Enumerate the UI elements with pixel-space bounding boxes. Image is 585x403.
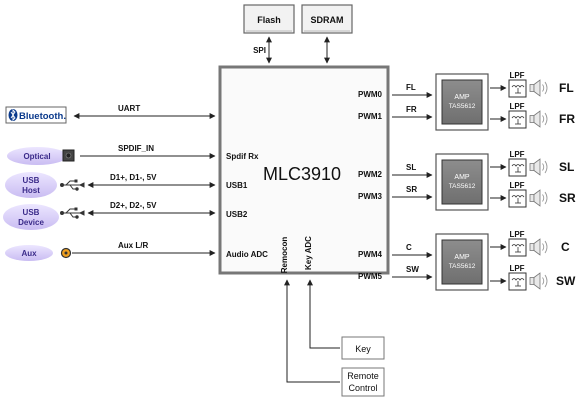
remote-link — [284, 279, 340, 383]
lpf-block — [508, 79, 527, 98]
speaker-sr-label: SR — [559, 191, 576, 205]
aux-label: Aux — [21, 249, 37, 258]
channel-c-label: C — [406, 243, 412, 252]
pin-usb1: USB1 — [226, 181, 248, 190]
bluetooth-logo: Bluetooth. — [5, 106, 67, 124]
lpf-label: LPF — [509, 150, 524, 159]
bluetooth-label: Bluetooth. — [19, 111, 66, 122]
remote-control-label-2: Control — [348, 383, 377, 393]
pin-spdif-rx: Spdif Rx — [226, 152, 259, 161]
pin-pwm5: PWM5 — [358, 272, 383, 281]
pin-pwm4: PWM4 — [358, 250, 383, 259]
speaker-fr-label: FR — [559, 112, 575, 126]
pin-pwm3: PWM3 — [358, 192, 383, 201]
pin-audio-adc: Audio ADC — [226, 250, 268, 259]
amp-part: TAS5612 — [449, 263, 476, 270]
amp-block-center: AMP TAS5612 — [435, 233, 489, 291]
amp-label: AMP — [454, 254, 470, 261]
lpf-label: LPF — [509, 181, 524, 190]
speaker-icon — [529, 158, 548, 176]
amp-part: TAS5612 — [449, 183, 476, 190]
optical-pill — [7, 147, 67, 165]
key-label: Key — [355, 344, 371, 354]
flash-block — [243, 4, 295, 34]
sdram-block — [301, 4, 353, 34]
aux-pill — [5, 245, 53, 261]
channel-sw-label: SW — [406, 265, 419, 274]
pin-key-adc: Key ADC — [304, 236, 313, 270]
amp-label: AMP — [454, 174, 470, 181]
usb-host-pill — [5, 172, 57, 198]
lpf-label: LPF — [509, 71, 524, 80]
channel-sl-label: SL — [406, 163, 416, 172]
channel-sr-label: SR — [406, 185, 417, 194]
pin-pwm1: PWM1 — [358, 112, 383, 121]
lpf-label: LPF — [509, 264, 524, 273]
amp-block-front: AMP TAS5612 — [435, 73, 489, 131]
usb-host-signals: D1+, D1-, 5V — [110, 173, 157, 182]
usb-device-signals: D2+, D2-, 5V — [110, 201, 157, 210]
speaker-icon — [529, 79, 548, 97]
usb-device-label-1: USB — [23, 208, 40, 217]
usb-icon — [60, 207, 85, 219]
pin-pwm0: PWM0 — [358, 90, 383, 99]
chip-name: MLC3910 — [263, 164, 341, 184]
remote-control-label-1: Remote — [347, 371, 379, 381]
speaker-sw-label: SW — [556, 274, 576, 288]
speaker-icon — [529, 238, 548, 256]
lpf-block — [508, 238, 527, 257]
amp-block-surround: AMP TAS5612 — [435, 153, 489, 211]
speaker-icon — [529, 189, 548, 207]
key-block — [341, 336, 385, 360]
lpf-block — [508, 272, 527, 291]
lpf-block — [508, 110, 527, 129]
usb-icon — [60, 179, 85, 191]
pin-usb2: USB2 — [226, 210, 248, 219]
amp-part: TAS5612 — [449, 103, 476, 110]
key-link — [307, 279, 340, 349]
spi-label: SPI — [253, 46, 266, 55]
speaker-fl-label: FL — [559, 81, 574, 95]
sdram-label: SDRAM — [311, 15, 344, 25]
speaker-icon — [529, 110, 548, 128]
lpf-block — [508, 158, 527, 177]
remote-control-block — [341, 367, 385, 397]
usb-device-pill — [3, 204, 59, 230]
usb-host-label-1: USB — [23, 176, 40, 185]
speaker-sl-label: SL — [559, 160, 574, 174]
aux-lr-label: Aux L/R — [118, 241, 148, 250]
chip-block — [218, 65, 390, 275]
lpf-block — [508, 189, 527, 208]
amp-label: AMP — [454, 94, 470, 101]
optical-label: Optical — [23, 152, 50, 161]
speaker-icon — [529, 272, 548, 290]
channel-fr-label: FR — [406, 105, 417, 114]
channel-fl-label: FL — [406, 83, 416, 92]
usb-device-label-2: Device — [18, 218, 44, 227]
speaker-c-label: C — [561, 240, 570, 254]
spdif-in-label: SPDIF_IN — [118, 144, 154, 153]
usb-host-label-2: Host — [22, 186, 40, 195]
flash-label: Flash — [257, 15, 281, 25]
lpf-label: LPF — [509, 102, 524, 111]
pin-remocon: Remocon — [280, 237, 289, 274]
uart-label: UART — [118, 104, 140, 113]
lpf-label: LPF — [509, 230, 524, 239]
pin-pwm2: PWM2 — [358, 170, 383, 179]
